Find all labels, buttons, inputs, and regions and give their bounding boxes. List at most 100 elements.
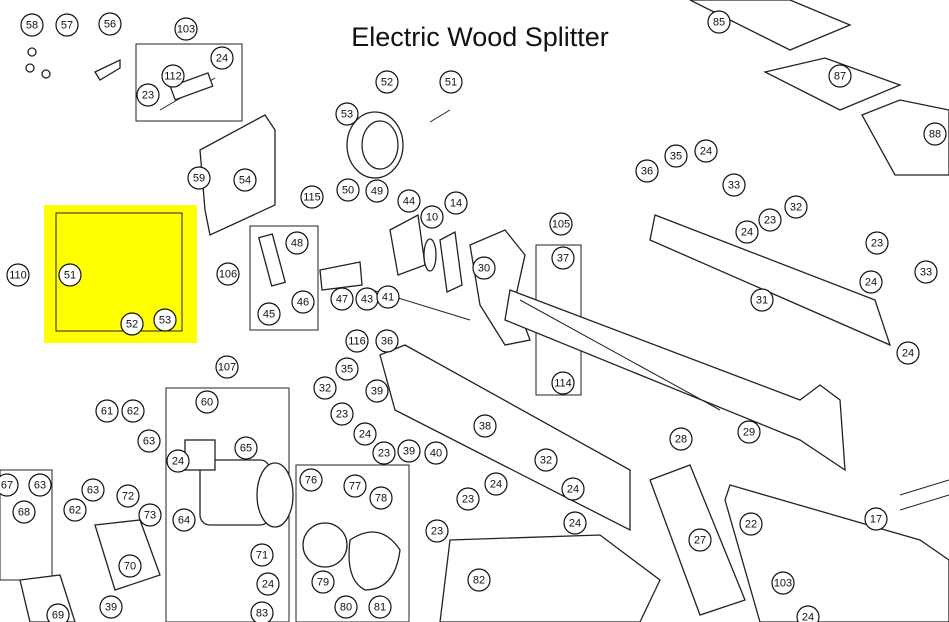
callout-label: 58 [26,20,38,32]
callout-circle [136,83,160,107]
callout-circle [153,308,177,332]
callout-circle [688,528,712,552]
callout-circle [216,262,240,286]
diagram-title: Electric Wood Splitter [351,22,609,52]
callout-label: 23 [142,90,154,102]
callout-80: 80 [334,595,358,619]
callout-circle [397,439,421,463]
callout-label: 33 [728,180,740,192]
callout-label: 51 [64,270,76,282]
callout-label: 24 [262,579,274,591]
callout-circle [456,487,480,511]
callout-circle [6,263,30,287]
callout-43: 43 [355,287,379,311]
callout-79: 79 [311,570,335,594]
callout-39: 39 [99,595,123,619]
callout-label: 24 [802,612,814,622]
callout-32: 32 [534,448,558,472]
callout-70: 70 [118,554,142,578]
callout-circle [796,605,820,622]
callout-circle [334,595,358,619]
callout-circle [694,139,718,163]
callout-circle [561,477,585,501]
callout-circle [353,422,377,446]
callout-63: 63 [81,478,105,502]
callout-label: 63 [87,485,99,497]
callout-circle [95,399,119,423]
callout-label: 23 [336,409,348,421]
callout-69: 69 [46,603,70,622]
callout-label: 63 [143,436,155,448]
callout-circle [20,13,44,37]
callout-10: 10 [420,205,444,229]
callout-label: 39 [371,386,383,398]
callout-label: 78 [375,493,387,505]
callout-circle [397,189,421,213]
callout-106: 106 [216,262,240,286]
callout-24: 24 [859,270,883,294]
callout-56: 56 [98,12,122,36]
callout-label: 71 [256,550,268,562]
callout-label: 60 [201,397,213,409]
callout-label: 36 [381,336,393,348]
callout-24: 24 [563,511,587,535]
callout-24: 24 [796,605,820,622]
callout-circle [424,441,448,465]
callout-label: 10 [426,212,438,224]
callout-24: 24 [735,220,759,244]
callout-circle [195,390,219,414]
callout-circle [28,473,52,497]
callout-24: 24 [210,46,234,70]
callout-label: 43 [361,294,373,306]
callout-24: 24 [694,139,718,163]
callout-label: 67 [1,480,13,492]
callout-39: 39 [365,379,389,403]
callout-label: 81 [374,602,386,614]
callout-35: 35 [664,144,688,168]
callout-circle [256,572,280,596]
callout-78: 78 [369,486,393,510]
callout-circle [914,260,938,284]
callout-circle [336,178,360,202]
callout-label: 116 [348,336,366,348]
callout-label: 28 [675,434,687,446]
callout-label: 23 [871,238,883,250]
callout-46: 46 [291,290,315,314]
callout-label: 68 [18,507,30,519]
callout-82: 82 [467,568,491,592]
callout-label: 52 [381,77,393,89]
callout-51: 51 [58,263,82,287]
callout-circle [55,13,79,37]
callout-41: 41 [376,285,400,309]
callout-circle [376,285,400,309]
callout-62: 62 [63,498,87,522]
callout-label: 31 [756,295,768,307]
callout-circle [551,246,575,270]
callout-105: 105 [549,212,573,236]
callout-circle [121,399,145,423]
callout-label: 61 [101,406,113,418]
callout-31: 31 [750,288,774,312]
callout-circle [534,448,558,472]
callout-47: 47 [330,287,354,311]
callout-39: 39 [397,439,421,463]
callout-circle [484,472,508,496]
callout-circle [365,179,389,203]
callout-label: 51 [445,77,457,89]
callout-circle [172,508,196,532]
callout-circle [166,449,190,473]
callout-24: 24 [896,341,920,365]
callout-23: 23 [136,83,160,107]
callout-44: 44 [397,189,421,213]
callout-label: 32 [319,383,331,395]
callout-label: 53 [159,315,171,327]
callout-36: 36 [375,329,399,353]
callout-label: 14 [450,198,462,210]
callout-circle [98,12,122,36]
callout-label: 64 [178,515,190,527]
callout-label: 24 [700,146,712,158]
callout-label: 103 [774,578,792,590]
callout-57: 57 [55,13,79,37]
callout-33: 33 [722,173,746,197]
